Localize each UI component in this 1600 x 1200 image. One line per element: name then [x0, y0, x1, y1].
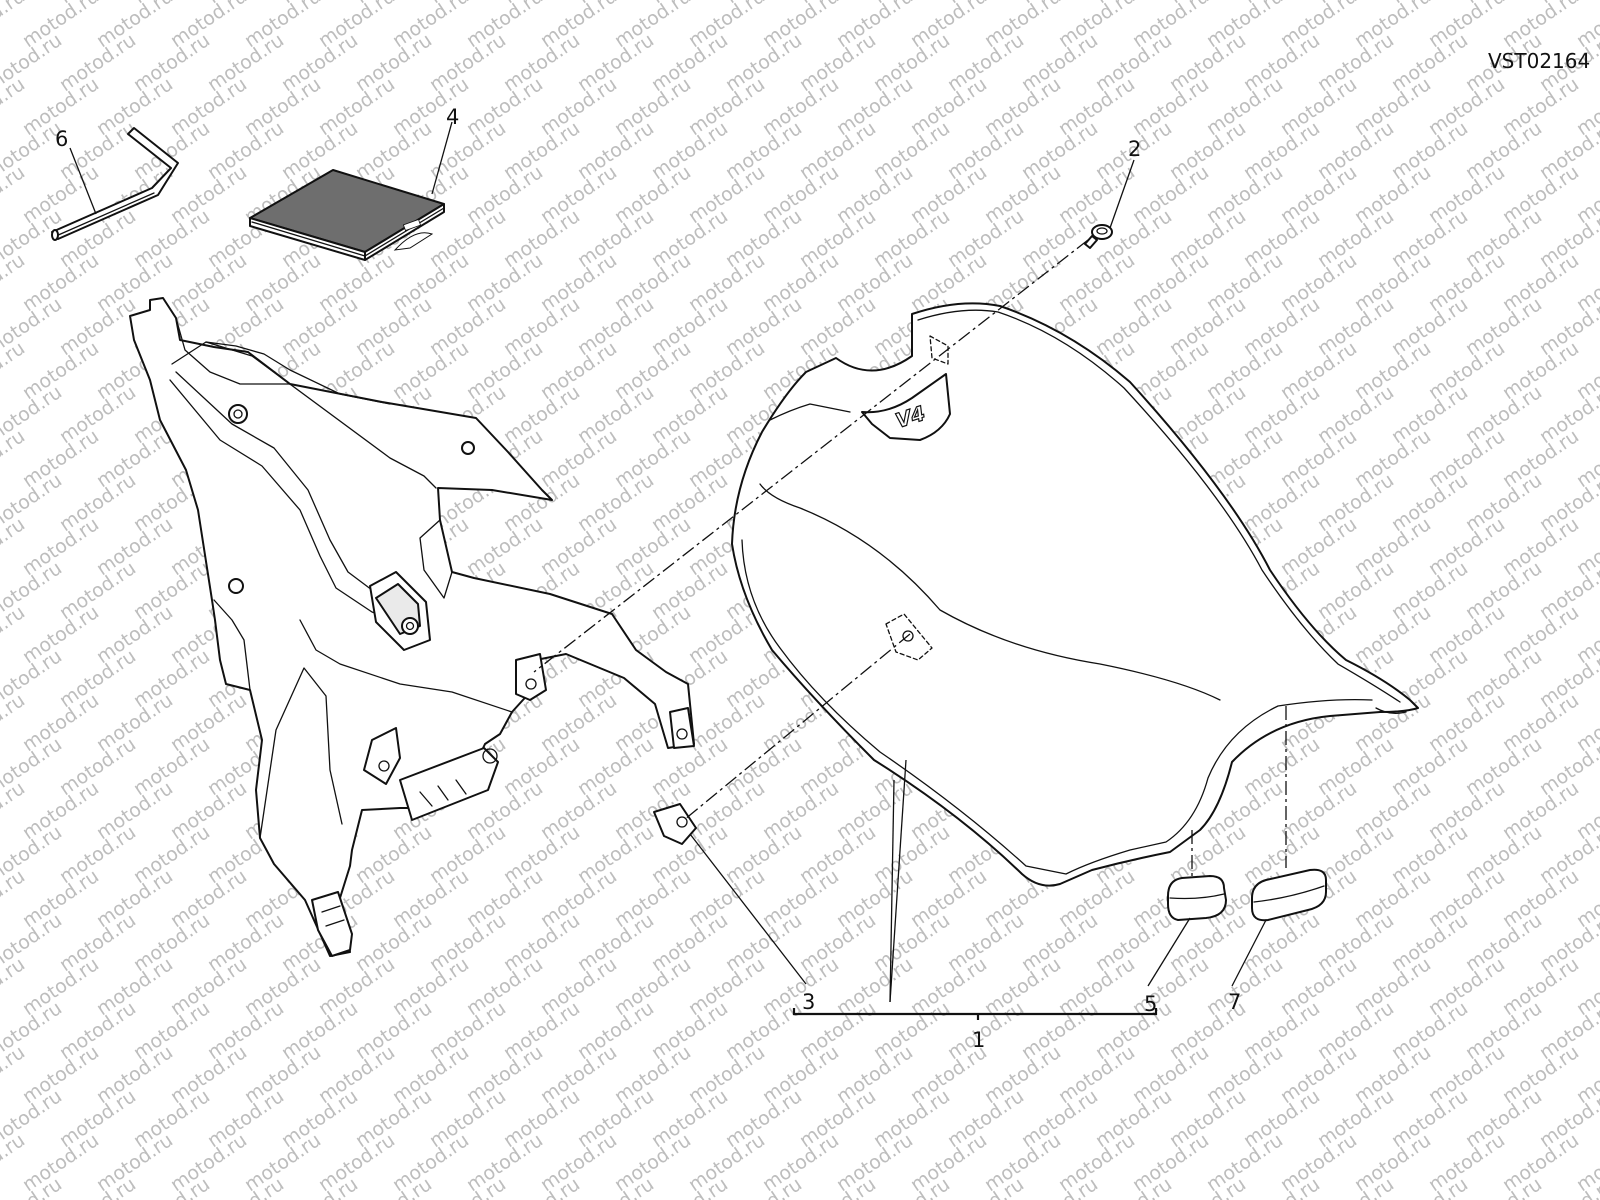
drawing-code: VST02164	[1488, 49, 1590, 73]
rider-seat-part: V4	[731, 302, 1419, 887]
callout-labels: 6 4 2 3 5 7 1	[55, 105, 1241, 1052]
callout-4: 4	[446, 105, 459, 129]
rubber-block-part-5	[1167, 875, 1227, 921]
screw-part	[1084, 224, 1113, 249]
callout-3: 3	[802, 990, 815, 1014]
callout-7: 7	[1228, 990, 1241, 1014]
callout-5: 5	[1144, 992, 1157, 1016]
seat-pad-part-3	[653, 803, 697, 845]
callout-2: 2	[1128, 137, 1141, 161]
callout-1: 1	[972, 1028, 985, 1052]
hex-key-part	[51, 127, 179, 241]
callout-6: 6	[55, 127, 68, 151]
leader-lines	[69, 121, 1267, 1020]
rubber-block-part-7	[1251, 868, 1327, 922]
rear-subframe-part	[129, 297, 695, 957]
assembly-axes	[533, 239, 1287, 878]
owners-manual-part	[249, 169, 445, 261]
